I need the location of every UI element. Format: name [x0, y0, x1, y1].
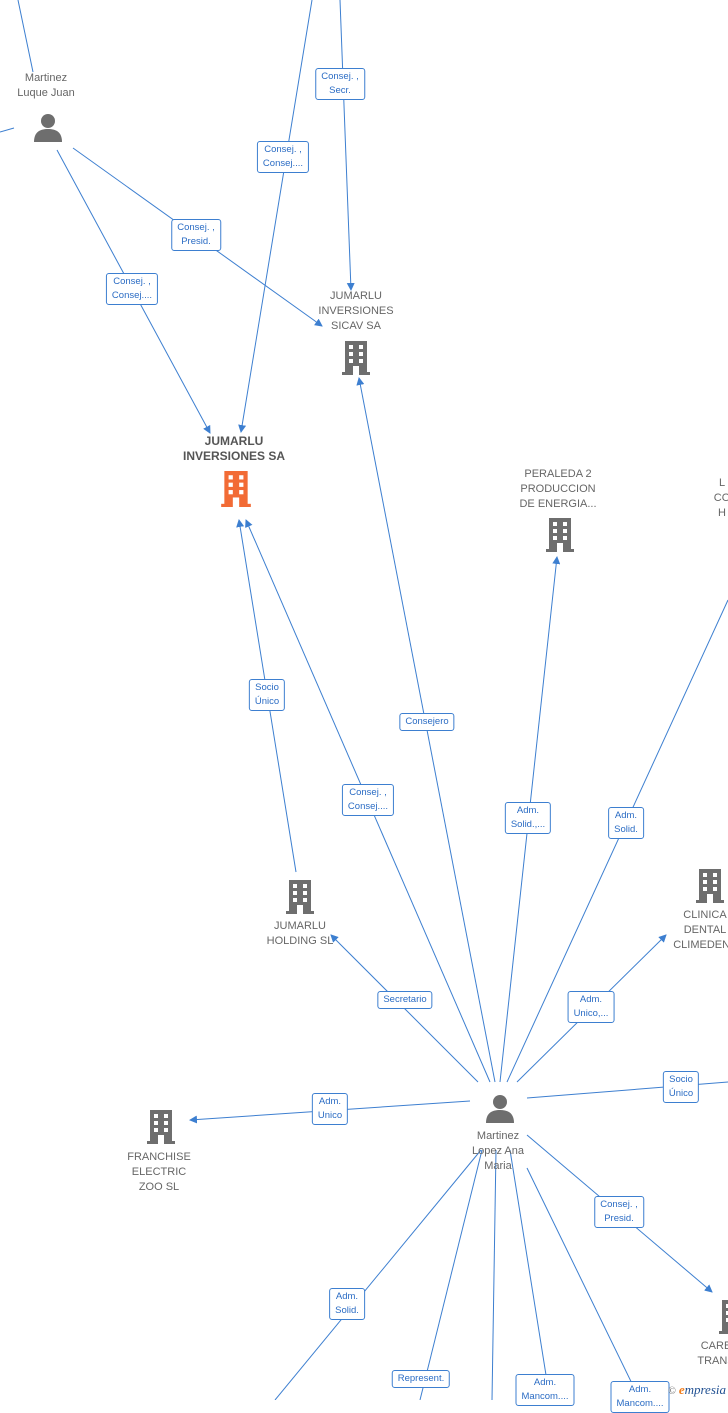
- edge-label[interactable]: Adm. Solid.: [608, 807, 644, 839]
- copyright-icon: ©: [668, 1386, 676, 1397]
- edge-label[interactable]: Consej. , Consej....: [341, 784, 395, 816]
- building-icon[interactable]: [342, 341, 370, 375]
- edge-label[interactable]: Consej. , Presid.: [171, 219, 221, 251]
- edge-line: [238, 0, 313, 433]
- node-franchise-electric-zoo[interactable]: FRANCHISE ELECTRIC ZOO SL: [127, 1151, 191, 1193]
- edge-line: [339, 0, 355, 291]
- edge-label[interactable]: Represent.: [391, 1370, 451, 1388]
- brand-name: mpresia: [684, 1382, 726, 1397]
- edge-line: [419, 1149, 483, 1400]
- edge-line: [0, 127, 15, 133]
- edge-line: [491, 1149, 497, 1400]
- edge-label[interactable]: Consej. , Presid.: [594, 1196, 644, 1228]
- building-icon[interactable]: [147, 1110, 175, 1144]
- edge-label[interactable]: Adm. Solid.,...: [504, 802, 552, 834]
- building-icon[interactable]: [221, 471, 251, 507]
- node-jumarlu-inversiones-sa[interactable]: JUMARLU INVERSIONES SA: [182, 434, 286, 463]
- node-clinica-dental[interactable]: CLINICA DENTAL CLIMEDENT: [673, 909, 728, 951]
- edge-label[interactable]: Adm. Unico: [311, 1093, 349, 1125]
- edge-label[interactable]: Consejero: [399, 713, 455, 731]
- edge-label[interactable]: Consej. , Consej....: [105, 273, 159, 305]
- building-icon[interactable]: [546, 518, 574, 552]
- edge-label[interactable]: Socio Único: [248, 679, 286, 711]
- edge-line: [526, 1167, 641, 1400]
- person-icon[interactable]: [486, 1095, 514, 1123]
- node-jumarlu-holding[interactable]: JUMARLU HOLDING SL: [266, 920, 334, 947]
- edge-line: [17, 0, 34, 73]
- edge-label[interactable]: Adm. Solid.: [329, 1288, 365, 1320]
- node-peraleda-2[interactable]: PERALEDA 2 PRODUCCION DE ENERGIA...: [519, 468, 597, 510]
- edge-label[interactable]: Secretario: [377, 991, 433, 1009]
- node-partial-right[interactable]: L CO H: [713, 477, 728, 519]
- edge-label[interactable]: Adm. Mancom....: [610, 1381, 670, 1413]
- person-icon[interactable]: [34, 114, 62, 142]
- edge-label[interactable]: Socio Único: [662, 1071, 700, 1103]
- edge-line: [509, 1149, 551, 1400]
- building-icon[interactable]: [696, 869, 724, 903]
- edge-line: [506, 599, 728, 1083]
- empresia-watermark: ©empresia: [668, 1382, 726, 1398]
- node-carb-trans[interactable]: CARB TRANS: [697, 1340, 728, 1367]
- edge-label[interactable]: Consej. , Secr.: [315, 68, 365, 100]
- node-jumarlu-inversiones-sicav[interactable]: JUMARLU INVERSIONES SICAV SA: [318, 290, 394, 332]
- building-icon[interactable]: [286, 880, 314, 914]
- edge-label[interactable]: Adm. Unico,...: [567, 991, 615, 1023]
- building-icon[interactable]: [719, 1300, 728, 1334]
- edge-line: [274, 1149, 482, 1400]
- node-martinez-luque-juan[interactable]: Martinez Luque Juan: [17, 72, 75, 99]
- edge-label[interactable]: Consej. , Consej....: [256, 141, 310, 173]
- node-martinez-lopez-ana-maria[interactable]: Martinez Lopez Ana Maria: [472, 1130, 524, 1172]
- edge-label[interactable]: Adm. Mancom....: [515, 1374, 575, 1406]
- brand-e: e: [678, 1382, 685, 1397]
